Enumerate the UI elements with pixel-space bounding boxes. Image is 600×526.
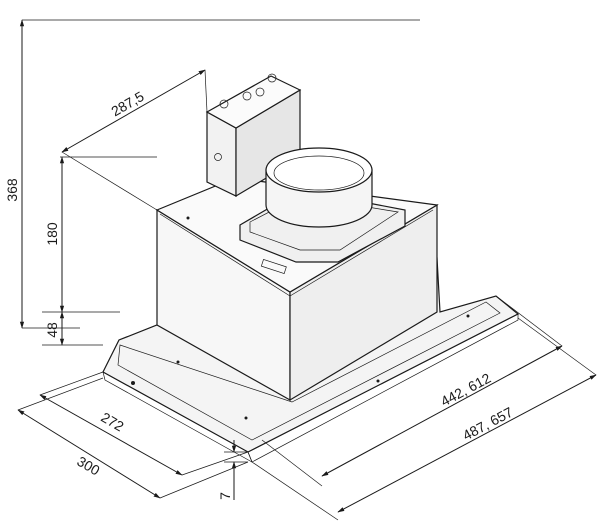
- screw-1: [219, 99, 229, 109]
- dim-label-300: 300: [74, 453, 102, 479]
- dim-label-180: 180: [44, 222, 60, 246]
- dim-label-7: 7: [217, 492, 233, 500]
- screw-3: [255, 87, 265, 97]
- dim-label-48: 48: [44, 322, 60, 338]
- frame-screw-4: [244, 416, 248, 420]
- cooker-hood-outline: [102, 73, 520, 463]
- dimension-lines: [17, 19, 597, 521]
- dim-label-368: 368: [4, 178, 20, 202]
- dim-label-442-612: 442, 612: [438, 370, 494, 410]
- screw-4: [267, 73, 277, 83]
- bottom-frame-inner: [117, 301, 501, 441]
- junction-box-top: [205, 75, 302, 129]
- cable-gland: [214, 153, 222, 161]
- screw-2: [242, 91, 252, 101]
- outlet-collar: [265, 147, 373, 228]
- frame-screw-5: [186, 216, 190, 220]
- frame-screw-3: [466, 314, 470, 318]
- frame-screw-2: [376, 379, 380, 383]
- frame-screw-1: [131, 381, 135, 385]
- dim-label-487-657: 487, 657: [460, 404, 516, 444]
- frame-screw-6: [176, 360, 180, 364]
- label-slot: [260, 258, 287, 274]
